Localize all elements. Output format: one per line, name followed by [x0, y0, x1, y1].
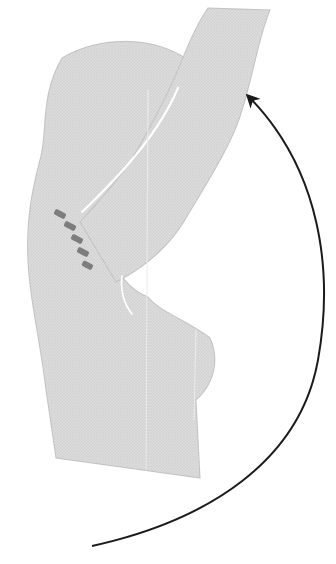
illustration-canvas [0, 0, 336, 564]
shoulder-flexion-diagram [0, 0, 336, 564]
